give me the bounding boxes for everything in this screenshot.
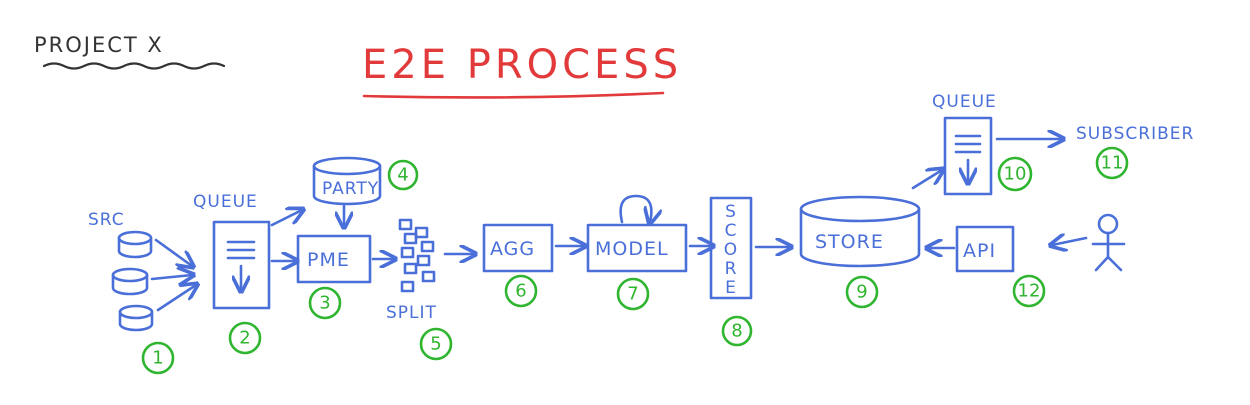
api-box: API <box>955 225 1015 273</box>
api-label: API <box>963 240 996 262</box>
arrow-src3-to-queue <box>156 285 196 312</box>
arrow-queue-to-party <box>270 210 302 227</box>
arrow-src2-to-queue <box>150 275 192 279</box>
score-letter-c: C <box>725 221 738 241</box>
queue-out-box <box>943 116 993 196</box>
svg-text:7: 7 <box>627 284 638 305</box>
svg-text:8: 8 <box>731 321 742 342</box>
svg-text:1: 1 <box>152 348 163 369</box>
split-blocks <box>398 218 436 293</box>
party-database: PARTY <box>312 156 382 206</box>
step-6-badge: 6 <box>504 274 538 308</box>
svg-text:9: 9 <box>856 282 867 303</box>
pme-box: PME <box>296 234 372 284</box>
step-5-badge: 5 <box>419 327 453 361</box>
split-label: SPLIT <box>386 303 437 323</box>
pme-label: PME <box>307 249 350 271</box>
score-box: S C O R E <box>709 196 753 300</box>
step-3-badge: 3 <box>308 286 342 320</box>
step-2-badge: 2 <box>228 321 262 355</box>
queue-in-label: QUEUE <box>193 192 258 212</box>
score-letter-r: R <box>725 259 738 279</box>
model-label: MODEL <box>595 238 669 260</box>
arrow-store-to-queue-out <box>911 170 942 190</box>
svg-text:5: 5 <box>430 334 441 355</box>
queue-out-label: QUEUE <box>932 92 997 112</box>
project-title: PROJECT X <box>34 33 164 57</box>
store-label: STORE <box>815 231 884 253</box>
page-title-underline <box>362 91 665 99</box>
party-label: PARTY <box>322 179 379 199</box>
step-11-badge: 11 <box>1095 146 1129 180</box>
store-database: STORE <box>799 195 921 268</box>
step-7-badge: 7 <box>616 277 650 311</box>
src-database-1 <box>117 230 153 259</box>
step-9-badge: 9 <box>845 275 879 309</box>
arrow-src1-to-queue <box>154 238 192 266</box>
svg-text:10: 10 <box>1004 164 1027 185</box>
queue-in-box <box>212 220 271 310</box>
svg-text:12: 12 <box>1018 281 1041 302</box>
src-database-3 <box>118 304 154 332</box>
svg-text:4: 4 <box>397 165 408 186</box>
svg-text:3: 3 <box>319 293 330 314</box>
svg-text:2: 2 <box>239 328 250 349</box>
user-icon <box>1091 213 1126 272</box>
src-label: SRC <box>88 210 125 230</box>
model-box: MODEL <box>586 223 688 273</box>
model-self-loop-arrow <box>619 194 652 222</box>
project-title-underline <box>42 62 226 70</box>
score-letter-o: O <box>724 240 738 260</box>
agg-box: AGG <box>482 223 554 273</box>
step-12-badge: 12 <box>1012 274 1046 308</box>
page-title: E2E PROCESS <box>362 42 682 88</box>
score-letter-s: S <box>725 202 737 222</box>
src-database-2 <box>111 267 149 296</box>
subscriber-label: SUBSCRIBER <box>1076 124 1194 144</box>
arrow-user-to-api <box>1052 238 1088 245</box>
step-1-badge: 1 <box>141 341 175 375</box>
step-8-badge: 8 <box>721 315 753 347</box>
svg-text:6: 6 <box>515 281 526 302</box>
score-letter-e: E <box>725 278 737 298</box>
step-4-badge: 4 <box>387 159 419 191</box>
step-10-badge: 10 <box>997 156 1033 192</box>
svg-text:11: 11 <box>1101 153 1124 174</box>
agg-label: AGG <box>490 238 535 260</box>
